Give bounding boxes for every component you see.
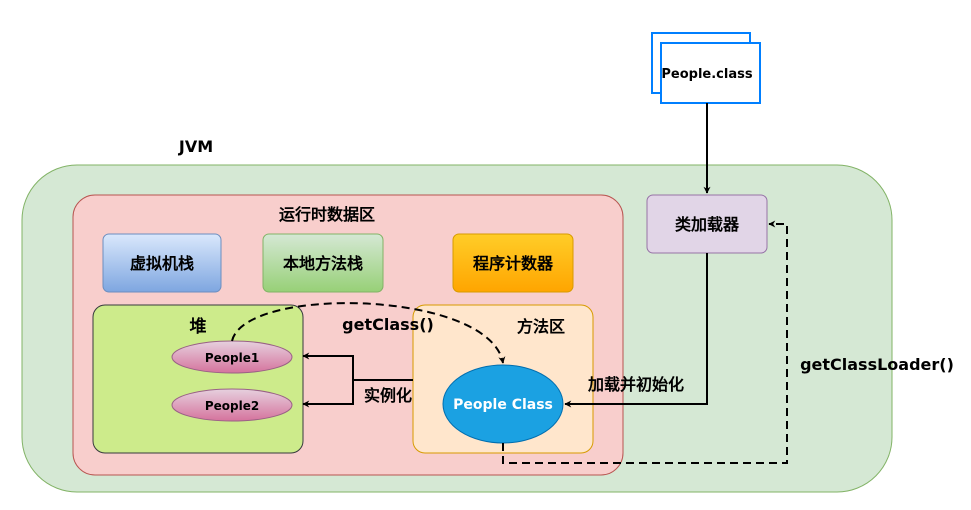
people-class-label: People Class [453, 397, 553, 413]
vm-stack-box [102, 233, 222, 293]
heap-object-people2 [171, 388, 293, 422]
edge-load-init-label: 加载并初始化 [587, 375, 684, 394]
edge-instantiate-to-people1 [302, 352, 354, 380]
edge-get-class-loader [502, 220, 788, 464]
method-area-label: 方法区 [517, 317, 565, 336]
runtime-data-area-label: 运行时数据区 [279, 205, 375, 224]
program-counter-box [452, 233, 574, 293]
class-file-label: People.class [661, 67, 752, 82]
edge-get-class [231, 302, 506, 364]
class-file: People.class [651, 32, 761, 104]
edge-get-class-label: getClass() [342, 315, 434, 334]
native-method-stack-box [262, 233, 384, 293]
edge-instantiate-label: 实例化 [364, 386, 412, 405]
program-counter-label: 程序计数器 [473, 254, 554, 273]
class-loader-label: 类加载器 [675, 215, 740, 234]
class-file-front-sheet [660, 42, 761, 104]
jvm-label: JVM [178, 137, 213, 156]
heap-object-people1-label: People1 [205, 351, 259, 365]
vm-stack-label: 虚拟机栈 [130, 254, 194, 273]
heap-label: 堆 [190, 316, 207, 337]
heap-object-people2-label: People2 [205, 399, 259, 413]
edge-instantiate-to-people2 [302, 380, 354, 408]
edge-instantiate [302, 352, 413, 408]
native-method-stack-label: 本地方法栈 [283, 254, 363, 273]
edge-get-class-loader-label: getClassLoader() [800, 355, 954, 374]
edge-loader-to-class [564, 253, 708, 408]
